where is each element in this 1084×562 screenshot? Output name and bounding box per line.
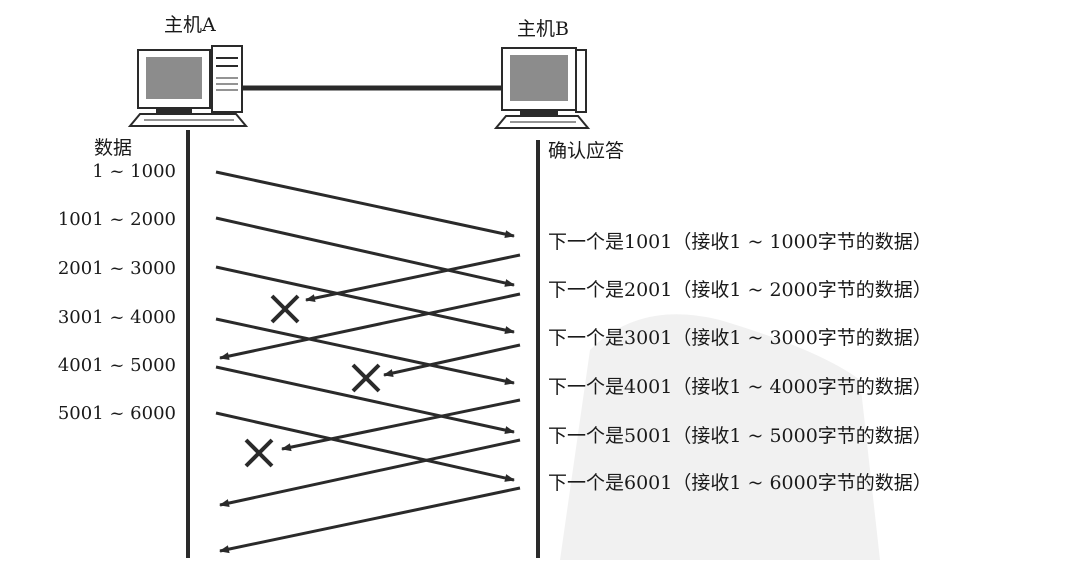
lost-ack-x-icon [246, 440, 272, 466]
data-arrow-2 [216, 218, 514, 285]
ack-label: 下一个是2001（接收1 ~ 2000字节的数据） [548, 279, 932, 301]
segment-label: 2001 ~ 3000 [6, 258, 176, 280]
host-b-label: 主机B [517, 18, 569, 40]
host-a-computer-icon [130, 46, 246, 126]
segment-label: 4001 ~ 5000 [6, 355, 176, 377]
ack-arrow-2001 [220, 294, 520, 358]
segment-label: 3001 ~ 4000 [6, 307, 176, 329]
host-a-label: 主机A [164, 14, 216, 36]
lost-ack-x-icon [353, 365, 379, 391]
segment-label: 1001 ~ 2000 [6, 209, 176, 231]
ack-label: 下一个是5001（接收1 ~ 5000字节的数据） [548, 425, 932, 447]
data-arrow-3 [216, 267, 514, 332]
data-column-label: 数据 [94, 137, 132, 159]
ack-label: 下一个是6001（接收1 ~ 6000字节的数据） [548, 472, 932, 494]
data-arrow-1 [216, 172, 514, 236]
ack-column-label: 确认应答 [548, 140, 624, 162]
ack-label: 下一个是4001（接收1 ~ 4000字节的数据） [548, 376, 932, 398]
segment-label: 5001 ~ 6000 [6, 403, 176, 425]
lost-ack-x-icon [272, 296, 298, 322]
ack-label: 下一个是3001（接收1 ~ 3000字节的数据） [548, 327, 932, 349]
ack-label: 下一个是1001（接收1 ~ 1000字节的数据） [548, 231, 932, 253]
host-b-computer-icon [496, 48, 588, 128]
ack-arrow-6001 [220, 488, 520, 551]
segment-label: 1 ~ 1000 [6, 161, 176, 183]
